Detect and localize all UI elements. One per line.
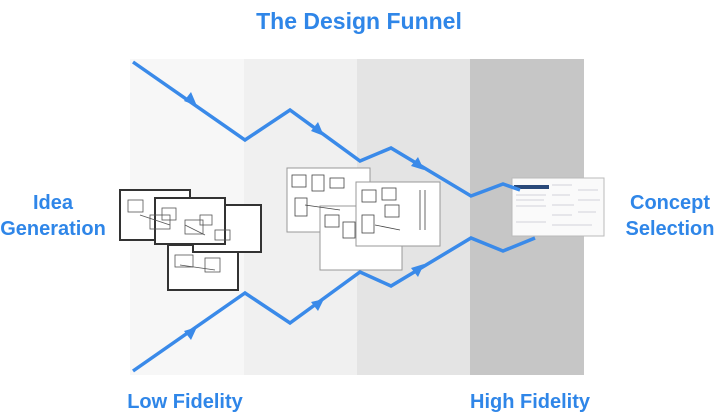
- arrow-icon: [184, 92, 197, 106]
- mockup-high-fi: [511, 177, 605, 237]
- arrow-icon: [411, 157, 424, 170]
- arrow-icon: [311, 299, 324, 311]
- idea-generation-label: Idea Generation: [0, 190, 106, 242]
- sketch-group-mid-fi: [286, 167, 441, 271]
- diverge-converge-line-bottom: [131, 236, 536, 373]
- label-line: Concept: [630, 192, 710, 214]
- diverge-converge-line-top: [131, 60, 521, 198]
- sketch-group-low-fi: [119, 189, 262, 291]
- arrow-icon: [311, 122, 324, 136]
- label-line: Selection: [625, 218, 715, 240]
- label-line: Idea: [32, 192, 74, 214]
- arrow-icon: [411, 264, 424, 277]
- low-fidelity-label: Low Fidelity: [127, 391, 243, 413]
- arrow-icon: [184, 327, 197, 340]
- diagram-title: The Design Funnel: [256, 8, 462, 34]
- label-line: Generation: [0, 218, 106, 240]
- concept-selection-label: Concept Selection: [620, 190, 718, 242]
- high-fidelity-label: High Fidelity: [470, 391, 590, 413]
